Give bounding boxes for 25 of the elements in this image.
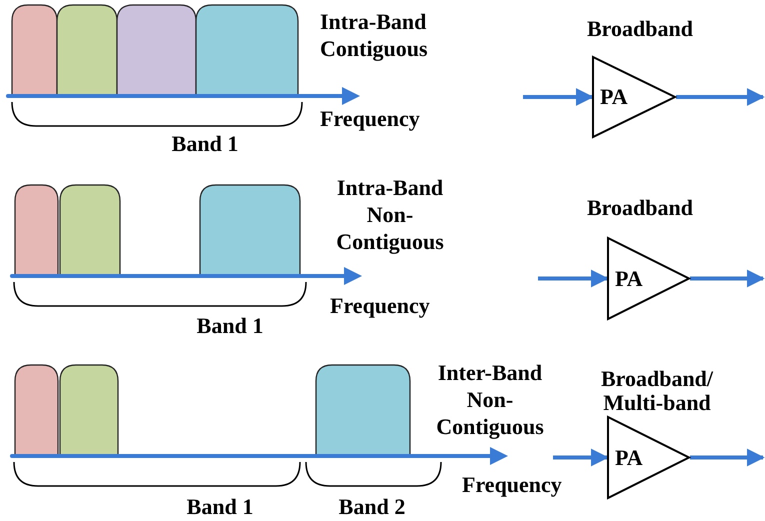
amplifier-label: PA — [615, 268, 643, 290]
signal-arrow — [690, 448, 765, 466]
axis-label: Frequency — [320, 105, 420, 132]
aggregation-type-label: Inter-Band Non-Contiguous — [435, 359, 545, 440]
signal-arrow — [553, 448, 609, 466]
band-label: Band 1 — [170, 130, 240, 157]
amplifier-type-label: Broadband — [586, 196, 694, 220]
signal-arrow — [538, 270, 609, 288]
amplifier-triangle — [607, 416, 690, 499]
amplifier-type-label: Broadband/ Multi-band — [600, 367, 714, 415]
amplifier-label: PA — [615, 446, 643, 468]
axis-label: Frequency — [462, 471, 562, 498]
aggregation-type-label: Intra-Band Non-Contiguous — [335, 174, 445, 255]
signal-arrow — [676, 88, 765, 106]
signal-arrow — [690, 270, 765, 288]
axis-label: Frequency — [330, 292, 430, 319]
amplifier-triangle — [592, 56, 676, 138]
band-label: Band 1 — [196, 312, 264, 339]
aggregation-type-label: Intra-Band Contiguous — [320, 8, 429, 62]
band-label: Band 1 — [186, 493, 254, 520]
signal-arrow — [523, 88, 594, 106]
amplifier-triangle — [607, 237, 690, 320]
band-label: Band 2 — [338, 493, 406, 520]
amplifier-type-label: Broadband — [586, 17, 694, 41]
amplifier-label: PA — [600, 86, 628, 108]
